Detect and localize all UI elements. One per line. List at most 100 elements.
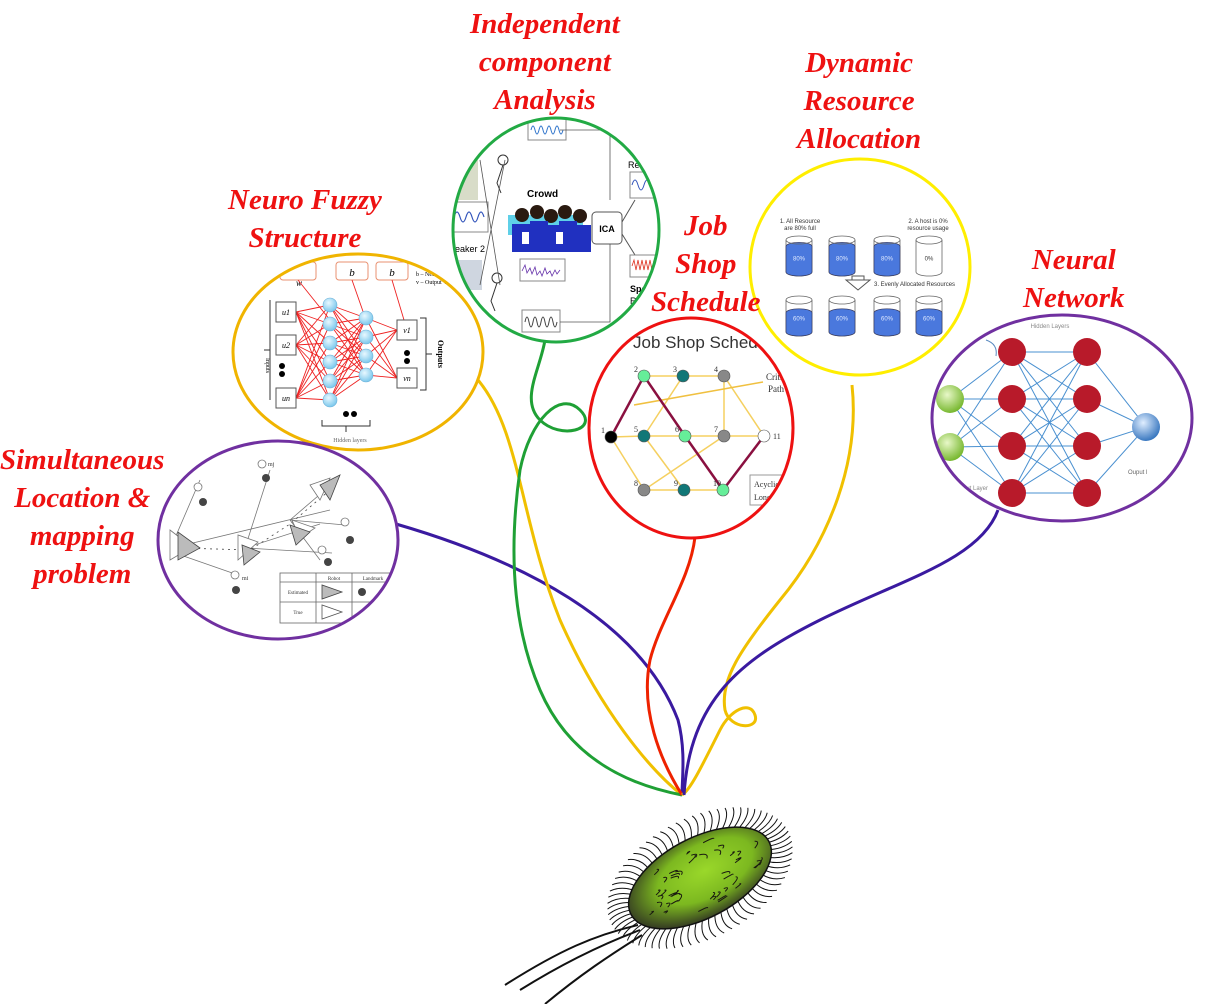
nfs-output-label: vn: [403, 374, 411, 383]
connector-nfs: [476, 379, 683, 797]
ica-ring: [451, 116, 661, 344]
slam-robot-header: Robot: [328, 577, 341, 582]
nfs-link: [295, 311, 331, 363]
bacterium-cilium: [720, 909, 733, 930]
nfs-neuron: [358, 367, 374, 383]
connector-slam: [395, 522, 685, 796]
nn-output-neuron: [1132, 413, 1160, 441]
nfs-neuron: [322, 392, 338, 408]
slam-legend-table: Robot Landmark Estimated True: [279, 572, 396, 624]
nn-input-neuron: [936, 433, 964, 461]
bacterium-inner-hair: [721, 870, 731, 874]
dra-cylinder-fill: [828, 242, 856, 277]
topic-dra-line1: Dynamic: [805, 47, 913, 79]
nfs-link: [329, 336, 367, 401]
dra-cylinder-label: 80%: [836, 257, 849, 263]
bacterium-inner-hair: [699, 853, 708, 859]
nfs-neuron: [322, 354, 338, 370]
nn-link: [1011, 351, 1088, 494]
jss-node-label: 9: [674, 479, 678, 488]
jss-ring: [587, 316, 795, 540]
slam-panel: mj mi Robot Landmark Estimated True: [156, 439, 400, 641]
nfs-neuron: [358, 329, 374, 345]
jss-node: [716, 483, 730, 497]
nfs-neuron: [358, 310, 374, 326]
topic-dra-line3: Allocation: [797, 123, 922, 155]
jss-node: [604, 430, 618, 444]
jss-node: [637, 483, 651, 497]
jss-critical-edge: [642, 375, 687, 437]
connector-ica: [512, 339, 683, 797]
jss-node-label: 7: [714, 425, 718, 434]
nn-hidden-neuron: [998, 479, 1026, 507]
nfs-hidden-label: Hidden layers: [333, 438, 367, 444]
nfs-w-label: w: [296, 278, 302, 288]
nn-link: [1086, 426, 1147, 494]
jss-title: Job Shop Scheduling: [633, 333, 794, 352]
slam-mj-label: mj: [268, 462, 275, 468]
nn-panel: Hidden Layers Ouput l Input Layer: [930, 313, 1194, 523]
nfs-neuron: [322, 373, 338, 389]
bacterium-cilium: [691, 815, 699, 838]
jss-node-label: 11: [773, 432, 781, 441]
bacterium-inner-hair: [657, 895, 664, 900]
bacterium-inner-hair: [663, 876, 668, 883]
bacterium-inner-hair: [698, 907, 709, 912]
connector-curves: [395, 339, 1000, 797]
jss-critical-label: Critical: [766, 372, 793, 382]
nn-ring: [930, 313, 1194, 523]
jss-edge: [610, 436, 645, 491]
bacterium-inner-hair: [670, 875, 680, 879]
jss-path-label: Path: [768, 384, 785, 394]
jss-node: [677, 483, 691, 497]
jss-edge: [643, 435, 685, 491]
nn-hidden-neuron: [1073, 385, 1101, 413]
topic-slam-line4: problem: [33, 558, 132, 590]
dra-cylinder-top: [785, 235, 813, 245]
topic-label-jss: Job Shop Schedule: [651, 207, 761, 321]
jss-node-label: 8: [634, 479, 638, 488]
nn-link: [1011, 398, 1088, 494]
bacterium-inner-hair: [717, 895, 727, 901]
dra-step2-line1: 2. A host is 0%: [908, 219, 948, 225]
nfs-link: [365, 317, 398, 379]
bacterium-inner-hair: [686, 850, 691, 855]
bacterium-illustration: [504, 807, 793, 1004]
bacterium-cilium: [660, 831, 675, 850]
jss-node: [637, 429, 651, 443]
bacterium-inner-hair: [735, 883, 742, 889]
jss-critical-pointer: [633, 381, 764, 406]
nfs-output-box: [396, 367, 418, 389]
dra-cylinder-top: [915, 235, 943, 245]
bacterium-cilium: [701, 918, 709, 941]
nfs-input-label: u2: [282, 341, 290, 350]
ica-r-label: R: [630, 296, 637, 306]
ica-re-label: Re: [628, 160, 640, 170]
dra-ring: [748, 157, 972, 377]
nn-hidden-neuron: [998, 432, 1026, 460]
bacterium-inner-hair: [675, 870, 683, 875]
nfs-link: [329, 317, 367, 344]
connector-jss: [645, 536, 697, 796]
bacterium-inner-hair: [670, 900, 679, 905]
nfs-neuron: [322, 297, 338, 313]
slam-mi-label: mi: [242, 576, 249, 582]
nfs-link: [365, 329, 398, 376]
topic-label-slam: Simultaneous Location & mapping problem: [0, 441, 164, 593]
nfs-legend-b: b – Neuro: [416, 272, 440, 278]
bacterium-inner-hair: [754, 840, 759, 849]
dra-step2-line2: resource usage: [907, 226, 949, 232]
dra-cylinder-top: [873, 235, 901, 245]
topic-label-ica: Independent component Analysis: [470, 5, 620, 119]
nfs-link: [329, 355, 367, 401]
ica-speaker2-label: peaker 2: [450, 244, 485, 254]
jss-longest-label: Longe: [754, 493, 775, 502]
crowd-illustration: [508, 205, 591, 252]
nfs-link: [295, 304, 331, 346]
nfs-bias-label-1: b: [349, 267, 355, 279]
topic-jss-line2: Shop: [675, 248, 737, 280]
nfs-input-box: [275, 334, 297, 356]
dra-panel: 1. All Resource are 80% full 2. A host i…: [748, 157, 972, 377]
dra-step3-label: 3. Evenly Allocated Resources: [874, 282, 955, 288]
